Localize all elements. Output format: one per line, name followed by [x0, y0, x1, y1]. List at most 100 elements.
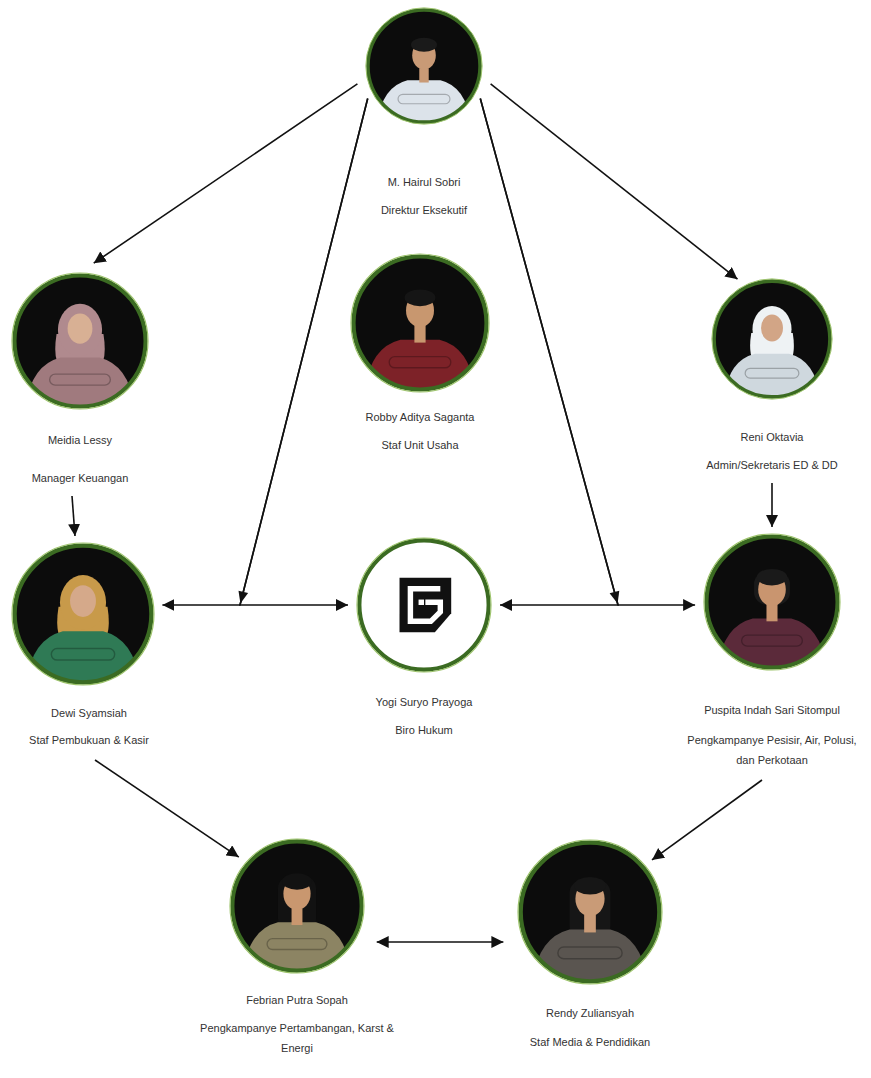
person-role: Staf Unit Usaha: [335, 435, 505, 455]
portrait-ring: [354, 257, 487, 390]
person-role: Manager Keuangan: [5, 468, 155, 488]
connector-arrow: [771, 483, 773, 527]
person-text: Dewi SyamsiahStaf Pembukuan & Kasir: [4, 703, 174, 750]
logo-circle: [356, 537, 492, 673]
person-name: Dewi Syamsiah: [4, 703, 174, 723]
person-role: Pengkampanye Pertambangan, Karst & Energ…: [197, 1018, 397, 1058]
person-text: Yogi Suryo PrayogaBiro Hukum: [344, 692, 504, 740]
portrait-ring: [706, 536, 837, 667]
person-role: Staf Pembukuan & Kasir: [4, 730, 174, 750]
portrait-circle: [350, 253, 490, 393]
portrait-circle: [11, 272, 149, 410]
portrait-ring-outer: [12, 543, 154, 685]
portrait-arms: [745, 368, 799, 378]
connector-arrow: [480, 99, 695, 606]
portrait-ring-outer: [357, 538, 491, 672]
logo-mark: [410, 589, 440, 622]
portrait-ring-outer: [12, 273, 148, 409]
connector-arrow: [652, 780, 762, 860]
portrait-ring: [15, 546, 152, 683]
portrait-ring: [521, 843, 660, 982]
connector-arrow: [94, 84, 358, 263]
person-node: M. Hairul SobriDirektur Eksekutif: [334, 7, 514, 220]
portrait-neck: [584, 915, 596, 933]
connector-arrow: [240, 99, 368, 606]
person-text: M. Hairul SobriDirektur Eksekutif: [334, 172, 514, 220]
portrait-circle: [11, 542, 155, 686]
person-node: Yogi Suryo PrayogaBiro Hukum: [344, 537, 504, 740]
portrait-content: [359, 540, 490, 671]
person-text: Robby Aditya SagantaStaf Unit Usaha: [335, 407, 505, 455]
person-text: Puspita Indah Sari SitompulPengkampanye …: [677, 700, 867, 770]
portrait-body: [377, 80, 471, 125]
logo-eye: [419, 600, 424, 605]
portrait-content: [232, 841, 363, 974]
person-node: Puspita Indah Sari SitompulPengkampanye …: [677, 533, 867, 770]
person-name: Meidia Lessy: [5, 430, 155, 450]
portrait-content: [713, 280, 830, 400]
portrait-ring-outer: [518, 840, 662, 984]
person-node: Robby Aditya SagantaStaf Unit Usaha: [335, 253, 505, 455]
portrait-circle: [365, 7, 483, 125]
person-node: Febrian Putra SopahPengkampanye Pertamba…: [197, 838, 397, 1058]
portrait-arms: [558, 947, 622, 959]
portrait-arms: [51, 649, 114, 661]
person-name: Reni Oktavia: [687, 427, 857, 447]
portrait-body: [243, 922, 352, 974]
person-name: Yogi Suryo Prayoga: [344, 692, 504, 712]
portrait-neck: [292, 909, 303, 925]
portrait-head: [68, 313, 93, 343]
person-role: Biro Hukum: [344, 720, 504, 740]
portrait-content: [367, 9, 480, 125]
portrait-hair: [411, 38, 437, 52]
portrait-content: [353, 256, 487, 393]
portrait-arms: [398, 94, 450, 103]
portrait-hijab: [752, 306, 791, 352]
portrait-ring: [14, 275, 145, 406]
person-node: Dewi SyamsiahStaf Pembukuan & Kasir: [4, 542, 174, 750]
portrait-hijab: [60, 575, 106, 630]
connector-arrow: [72, 496, 75, 536]
person-role: Staf Media & Pendidikan: [500, 1032, 680, 1052]
person-name: Rendy Zuliansyah: [500, 1003, 680, 1023]
portrait-body: [717, 619, 827, 671]
portrait-arms: [50, 374, 111, 385]
person-node: Reni OktaviaAdmin/Sekretaris ED & DD: [687, 278, 857, 475]
person-role: Admin/Sekretaris ED & DD: [687, 455, 857, 475]
connector-arrow: [377, 941, 504, 943]
person-name: Febrian Putra Sopah: [197, 990, 397, 1010]
portrait-hair: [757, 569, 787, 586]
portrait-ring: [714, 281, 830, 397]
portrait-hair: [282, 873, 312, 889]
portrait-head: [70, 585, 96, 617]
person-role: Pengkampanye Pesisir, Air, Polusi, dan P…: [677, 730, 867, 770]
portrait-arms: [742, 635, 803, 646]
person-name: Puspita Indah Sari Sitompul: [677, 700, 867, 720]
portrait-arms: [267, 939, 327, 950]
portrait-neck: [419, 68, 428, 82]
logo-ground: [359, 540, 490, 671]
portrait-ring-outer: [366, 8, 482, 124]
logo-shield: [400, 578, 452, 632]
portrait-content: [706, 536, 838, 671]
portrait-arms: [389, 357, 451, 368]
portrait-content: [14, 545, 152, 686]
portrait-body: [364, 340, 476, 393]
portrait-ring: [368, 10, 480, 122]
portrait-body: [25, 358, 135, 410]
portrait-neck: [766, 605, 777, 622]
person-name: Robby Aditya Saganta: [335, 407, 505, 427]
person-name: M. Hairul Sobri: [334, 172, 514, 192]
portrait-content: [520, 842, 660, 985]
portrait-circle: [703, 533, 841, 671]
portrait-ring-outer: [230, 839, 364, 973]
portrait-ring-outer: [704, 534, 840, 670]
person-text: Reni OktaviaAdmin/Sekretaris ED & DD: [687, 427, 857, 475]
portrait-body: [723, 354, 821, 400]
portrait-ring-outer: [351, 254, 489, 392]
person-role: Direktur Eksekutif: [334, 200, 514, 220]
portrait-circle: [711, 278, 833, 400]
person-node: Meidia LessyManager Keuangan: [5, 272, 155, 488]
portrait-hair: [574, 877, 606, 895]
